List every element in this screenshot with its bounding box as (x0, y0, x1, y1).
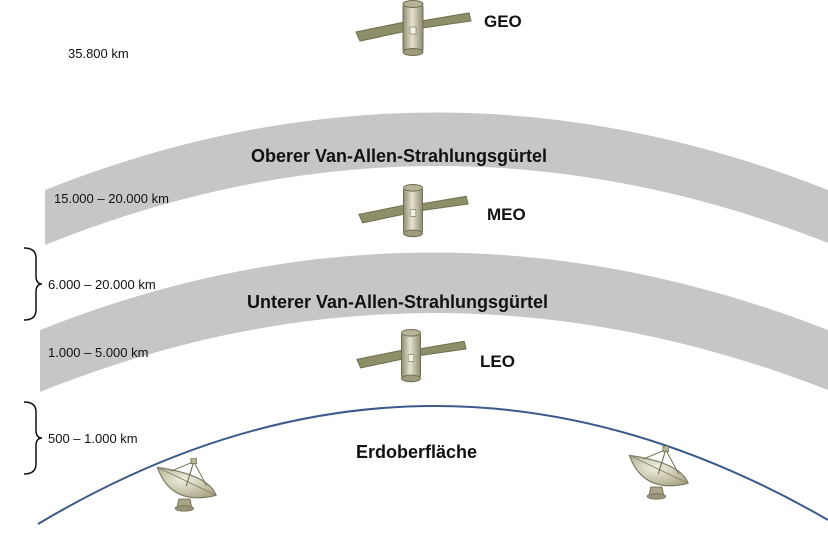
bracket-icon (23, 247, 43, 321)
lower-belt-label: Unterer Van-Allen-Strahlungsgürtel (247, 292, 549, 312)
lower-belt-altitude-label: 1.000 – 5.000 km (48, 345, 149, 360)
upper-belt-altitude-label: 15.000 – 20.000 km (54, 191, 169, 206)
satellite-dish-icon (156, 458, 217, 512)
meo-altitude-label: 6.000 – 20.000 km (48, 277, 156, 292)
geo-label: GEO (484, 12, 522, 31)
geo-altitude-label: 35.800 km (68, 46, 129, 61)
satellite-icon (355, 0, 472, 56)
leo-label: LEO (480, 352, 515, 371)
earth-surface-label: Erdoberfläche (356, 442, 478, 462)
lower-belt-band (40, 252, 828, 392)
satellite-icon (356, 329, 467, 383)
leo-altitude-label: 500 – 1.000 km (48, 431, 138, 446)
satellite-icon (358, 184, 469, 238)
bracket-icon (23, 401, 43, 475)
upper-belt-label: Oberer Van-Allen-Strahlungsgürtel (251, 146, 548, 166)
earth-surface-line (37, 405, 828, 525)
satellite-dish-icon (628, 446, 689, 500)
meo-label: MEO (487, 205, 526, 224)
upper-belt-band (45, 112, 828, 245)
